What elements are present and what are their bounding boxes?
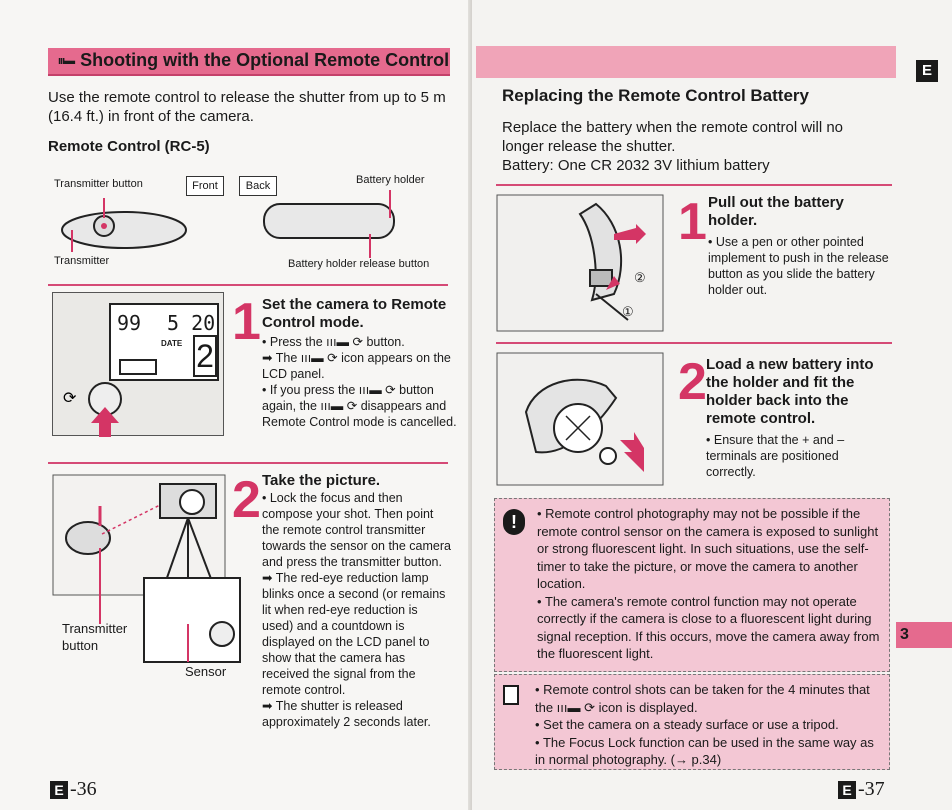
right-step-2-body: • Ensure that the + and – terminals are …: [706, 432, 890, 480]
page-letter-badge: E: [838, 781, 856, 799]
step-2-number: 2: [232, 471, 261, 529]
intro-text: Use the remote control to release the sh…: [48, 89, 446, 125]
remote-control-illustration: [61, 190, 395, 258]
step-2-bullet-2: ➡ The red-eye reduction lamp blinks once…: [262, 571, 446, 697]
section-divider: [48, 284, 448, 286]
lcd-screen: 99 5 20 DATE 2: [109, 303, 219, 381]
film-icon: [119, 359, 157, 375]
right-step-2-bullet-1: • Ensure that the + and – terminals are …: [706, 433, 845, 479]
lcd-panel-illustration: 99 5 20 DATE 2 ⟳: [52, 292, 224, 437]
plus-terminal-icon: [599, 447, 617, 465]
caution-item-2: • The camera's remote control function m…: [537, 593, 880, 662]
page-title: ııı▬Shooting with the Optional Remote Co…: [58, 50, 450, 70]
memo-box: • Remote control shots can be taken for …: [494, 674, 890, 770]
camera-lens: [179, 489, 205, 515]
chapter-tab: 3: [896, 622, 952, 648]
step-1-bullet-1: • Press the ııı▬ ⟳ button.: [262, 335, 405, 349]
caution-item-1: • Remote control photography may not be …: [537, 506, 879, 591]
lcd-digits-right: 5 20: [167, 311, 216, 335]
arrow-up-left-icon: [606, 276, 620, 290]
label-front: Front: [186, 176, 224, 196]
remote-back-body: [263, 203, 395, 239]
lcd-digits-left: 99: [117, 311, 142, 335]
right-step-1-bullet-1: • Use a pen or other pointed implement t…: [708, 235, 889, 297]
battery-holder-release: [589, 269, 613, 287]
arrow-right-icon: [614, 224, 646, 244]
header-bar-right: [476, 46, 896, 78]
lcd-countdown: 2: [193, 335, 217, 377]
page-number-right: E-37: [838, 778, 885, 801]
step-1-body: • Press the ııı▬ ⟳ button. ➡ The ııı▬ ⟳ …: [262, 334, 462, 430]
step-1-bullet-2: ➡ The ııı▬ ⟳ icon appears on the LCD pan…: [262, 351, 451, 381]
caution-list: • Remote control photography may not be …: [537, 505, 881, 663]
memo-icon: [503, 685, 519, 705]
right-intro-2: Battery: One CR 2032 3V lithium battery: [502, 157, 770, 174]
arrow-up-left-icon: [620, 432, 644, 472]
right-step-1-body: • Use a pen or other pointed implement t…: [708, 234, 892, 298]
label-battery-holder: Battery holder: [356, 174, 425, 186]
illustration-frame: [496, 194, 664, 332]
hand-with-remote: [65, 521, 111, 555]
caution-icon: !: [503, 509, 525, 535]
battery-holder-removal-illustration: [496, 194, 664, 332]
sensor-icon: [209, 621, 235, 647]
memo-list: • Remote control shots can be taken for …: [535, 681, 883, 769]
self-timer-icon: ⟳: [63, 388, 77, 407]
camera-button-illustration: ⟳: [63, 382, 122, 437]
arrow-up-icon: [91, 407, 119, 437]
right-step-1-title: Pull out the battery holder.: [708, 194, 844, 229]
pen-shape: [595, 293, 629, 321]
right-step-2-number: 2: [678, 353, 707, 411]
step-1-number: 1: [232, 293, 261, 351]
callout-2: ②: [634, 270, 646, 285]
header-bar: [48, 48, 450, 76]
section-tab: E: [916, 60, 938, 82]
memo-item-3: • The Focus Lock function can be used in…: [535, 734, 874, 768]
step-2-bullet-1: • Lock the focus and then compose your s…: [262, 491, 451, 569]
section-divider: [496, 342, 892, 344]
callout-1: ①: [622, 304, 634, 319]
remote-heading: Remote Control (RC-5): [48, 138, 210, 155]
left-page: ııı▬Shooting with the Optional Remote Co…: [0, 0, 472, 810]
right-step-1-number: 1: [678, 193, 707, 251]
section-divider: [496, 184, 892, 186]
label-battery-holder-release: Battery holder release button: [288, 258, 430, 270]
memo-item-1: • Remote control shots can be taken for …: [535, 682, 870, 715]
step-2-title: Take the picture.: [262, 472, 381, 489]
right-intro-1: Replace the battery when the remote cont…: [502, 119, 844, 155]
lcd-date-label: DATE: [161, 339, 183, 348]
step-1-title: Set the camera to Remote Control mode.: [262, 296, 447, 331]
step-1-bullet-3: • If you press the ııı▬ ⟳ button again, …: [262, 383, 457, 429]
memo-item-2: • Set the camera on a steady surface or …: [535, 717, 839, 732]
tripod-camera-illustration: [52, 474, 241, 663]
step-2-bullet-3: ➡ The shutter is released approximately …: [262, 699, 431, 729]
step-2-body: • Lock the focus and then compose your s…: [262, 490, 452, 730]
section-divider: [48, 462, 448, 464]
sensor-detail-box: [143, 577, 241, 663]
transmitter-button-dot: [101, 223, 107, 229]
label-transmitter: Transmitter: [54, 255, 110, 267]
battery-loading-illustration: [496, 352, 664, 486]
label-transmitter-button: Transmitter button: [54, 178, 143, 190]
page-number-left: E-36: [50, 778, 97, 801]
right-heading: Replacing the Remote Control Battery: [502, 86, 809, 105]
label-transmitter-button-2: Transmitter button: [62, 621, 128, 653]
label-sensor: Sensor: [185, 664, 227, 679]
remote-front-body: [61, 211, 187, 249]
remote-control-icon: ııı▬: [58, 55, 75, 67]
page-letter-badge: E: [50, 781, 68, 799]
caution-box: ! • Remote control photography may not b…: [494, 498, 890, 672]
label-back: Back: [239, 176, 277, 196]
right-step-2-title: Load a new battery into the holder and f…: [706, 356, 874, 427]
